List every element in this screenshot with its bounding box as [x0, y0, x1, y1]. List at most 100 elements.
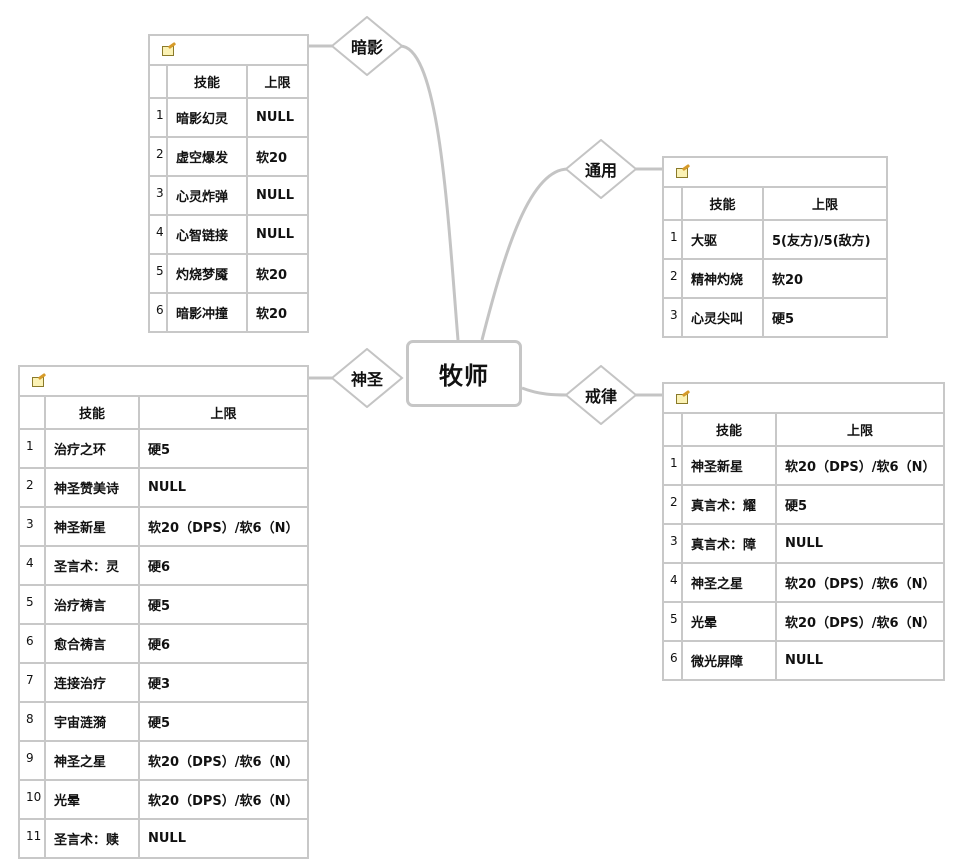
skill-cell[interactable]: 心灵炸弹	[166, 175, 248, 216]
skill-cell[interactable]: 圣言术：灵	[44, 545, 140, 586]
limit-cell[interactable]: NULL	[246, 175, 309, 216]
row-number: 4	[148, 214, 168, 255]
header-skill: 技能	[681, 186, 764, 221]
limit-cell[interactable]: 软20（DPS）/软6（N）	[138, 506, 309, 547]
header-index	[662, 412, 683, 447]
branch-node-shadow[interactable]: 暗影	[330, 16, 404, 76]
skill-cell[interactable]: 大驱	[681, 219, 764, 260]
skill-cell[interactable]: 心灵尖叫	[681, 297, 764, 338]
limit-cell[interactable]: NULL	[138, 467, 309, 508]
table-notes-row	[18, 365, 309, 397]
skill-cell[interactable]: 神圣赞美诗	[44, 467, 140, 508]
limit-cell[interactable]: 硬5	[762, 297, 888, 338]
limit-cell[interactable]: NULL	[775, 523, 945, 564]
skill-cell[interactable]: 治疗之环	[44, 428, 140, 469]
row-number: 5	[148, 253, 168, 294]
limit-cell[interactable]: NULL	[138, 818, 309, 859]
skill-cell[interactable]: 神圣之星	[44, 740, 140, 781]
skill-cell[interactable]: 圣言术：赎	[44, 818, 140, 859]
skill-cell[interactable]: 光晕	[44, 779, 140, 820]
notes-icon[interactable]	[32, 375, 46, 387]
skill-cell[interactable]: 宇宙涟漪	[44, 701, 140, 742]
row-number: 6	[148, 292, 168, 333]
limit-cell[interactable]: 软20	[246, 292, 309, 333]
branch-label-shadow: 暗影	[350, 38, 383, 57]
limit-cell[interactable]: 软20	[246, 253, 309, 294]
limit-cell[interactable]: 软20	[762, 258, 888, 299]
skill-cell[interactable]: 暗影幻灵	[166, 97, 248, 138]
row-number: 3	[662, 297, 683, 338]
row-number: 2	[662, 484, 683, 525]
skill-cell[interactable]: 虚空爆发	[166, 136, 248, 177]
skill-cell[interactable]: 神圣新星	[44, 506, 140, 547]
limit-cell[interactable]: 硬6	[138, 545, 309, 586]
limit-cell[interactable]: 硬5	[138, 584, 309, 625]
limit-cell[interactable]: 软20	[246, 136, 309, 177]
skill-cell[interactable]: 真言术：耀	[681, 484, 777, 525]
skill-cell[interactable]: 精神灼烧	[681, 258, 764, 299]
row-number: 11	[18, 818, 46, 859]
skill-cell[interactable]: 微光屏障	[681, 640, 777, 681]
row-number: 3	[662, 523, 683, 564]
notes-icon[interactable]	[676, 392, 690, 404]
limit-cell[interactable]: 软20（DPS）/软6（N）	[138, 779, 309, 820]
branch-node-general[interactable]: 通用	[564, 139, 638, 199]
limit-cell[interactable]: 软20（DPS）/软6（N）	[775, 562, 945, 603]
skill-cell[interactable]: 灼烧梦魇	[166, 253, 248, 294]
limit-cell[interactable]: 软20（DPS）/软6（N）	[775, 445, 945, 486]
limit-cell[interactable]: NULL	[775, 640, 945, 681]
limit-cell[interactable]: NULL	[246, 214, 309, 255]
limit-cell[interactable]: 软20（DPS）/软6（N）	[138, 740, 309, 781]
skill-cell[interactable]: 神圣之星	[681, 562, 777, 603]
skill-cell[interactable]: 光晕	[681, 601, 777, 642]
limit-cell[interactable]: 硬5	[775, 484, 945, 525]
notes-icon[interactable]	[162, 44, 176, 56]
row-number: 2	[148, 136, 168, 177]
skill-cell[interactable]: 真言术：障	[681, 523, 777, 564]
limit-cell[interactable]: 硬5	[138, 428, 309, 469]
row-number: 5	[662, 601, 683, 642]
header-index	[148, 64, 168, 99]
connector-shadow	[399, 44, 460, 341]
branch-node-discipline[interactable]: 戒律	[564, 365, 638, 425]
skill-cell[interactable]: 愈合祷言	[44, 623, 140, 664]
row-number: 1	[662, 445, 683, 486]
limit-cell[interactable]: 5(友方)/5(敌方)	[762, 219, 888, 260]
row-number: 8	[18, 701, 46, 742]
limit-cell[interactable]: NULL	[246, 97, 309, 138]
limit-cell[interactable]: 硬3	[138, 662, 309, 703]
limit-cell[interactable]: 软20（DPS）/软6（N）	[775, 601, 945, 642]
header-limit: 上限	[762, 186, 888, 221]
connector-general	[480, 167, 569, 341]
center-node[interactable]: 牧师	[406, 340, 522, 407]
skill-cell[interactable]: 心智链接	[166, 214, 248, 255]
skill-cell[interactable]: 连接治疗	[44, 662, 140, 703]
limit-cell[interactable]: 硬6	[138, 623, 309, 664]
row-number: 6	[662, 640, 683, 681]
header-limit: 上限	[775, 412, 945, 447]
skill-cell[interactable]: 治疗祷言	[44, 584, 140, 625]
branch-node-holy[interactable]: 神圣	[330, 348, 404, 408]
header-skill: 技能	[44, 395, 140, 430]
limit-cell[interactable]: 硬5	[138, 701, 309, 742]
notes-icon[interactable]	[676, 166, 690, 178]
skill-cell[interactable]: 暗影冲撞	[166, 292, 248, 333]
skill-cell[interactable]: 神圣新星	[681, 445, 777, 486]
